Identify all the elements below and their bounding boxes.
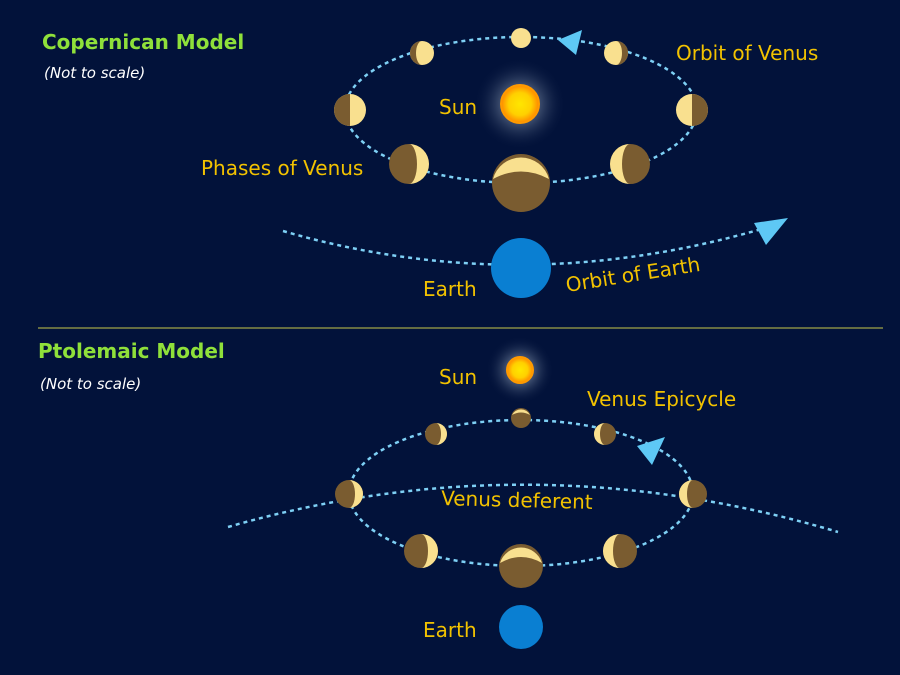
orbit-of-earth-label: Orbit of Earth: [564, 252, 702, 297]
venus-phase-icon: [404, 534, 438, 568]
ptolemaic-note: (Not to scale): [40, 375, 141, 393]
venus-deferent-label: Venus deferent: [441, 486, 593, 514]
venus-phase-icon: [679, 480, 707, 508]
copernican-title: Copernican Model: [42, 30, 244, 54]
venus-phase-icon: [335, 480, 363, 508]
venus-phase-icon: [676, 94, 708, 126]
sun-icon: [474, 58, 566, 150]
ptolemaic-title: Ptolemaic Model: [38, 339, 225, 363]
venus-phase-icon: [410, 41, 434, 65]
copernican-earth-label: Earth: [423, 277, 477, 301]
copernican-sun-label: Sun: [439, 95, 477, 119]
venus-phase-icon: [334, 94, 366, 126]
venus-phases-ptolemaic: [335, 408, 707, 588]
venus-phase-icon: [594, 423, 616, 445]
ptolemaic-sun-label: Sun: [439, 365, 477, 389]
venus-phase-icon: [499, 544, 543, 588]
venus-phase-icon: [603, 534, 637, 568]
venus-orbit-arrow-icon: [558, 30, 582, 55]
venus-phase-icon: [389, 144, 429, 184]
orbit-of-venus-label: Orbit of Venus: [676, 41, 818, 65]
venus-phases-copernican: [334, 28, 708, 212]
ptolemaic-earth-label: Earth: [423, 618, 477, 642]
earth-icon: [491, 238, 551, 298]
copernican-note: (Not to scale): [44, 64, 145, 82]
sun-icon: [486, 336, 554, 404]
venus-phase-icon: [511, 28, 531, 48]
venus-phase-icon: [610, 144, 650, 184]
copernican-section: Copernican Model (Not to scale) Sun: [42, 28, 818, 301]
earth-icon: [499, 605, 543, 649]
epicycle-arrow-icon: [637, 437, 665, 465]
venus-phase-icon: [511, 408, 531, 428]
venus-phase-icon: [604, 41, 628, 65]
phases-of-venus-label: Phases of Venus: [201, 156, 363, 180]
venus-deferent: [227, 483, 839, 534]
venus-phase-icon: [425, 423, 447, 445]
venus-epicycle-label: Venus Epicycle: [587, 387, 736, 411]
earth-orbit-arrow-icon: [754, 218, 788, 245]
venus-phase-icon: [492, 154, 550, 212]
ptolemaic-section: Ptolemaic Model (Not to scale) Sun: [38, 336, 839, 649]
